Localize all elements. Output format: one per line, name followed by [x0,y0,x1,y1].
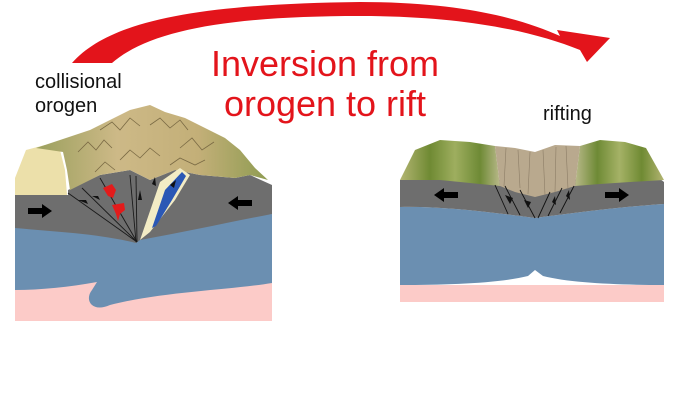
upper-crust-layer [15,170,272,243]
rift-block [400,140,664,302]
collisional-orogen-block [15,105,272,321]
diagram-title: Inversion from orogen to rift [170,44,480,124]
lithospheric-mantle-layer [15,214,272,308]
upper-crust-layer-rift [400,179,664,218]
rift-shoulder-left [400,140,500,186]
compression-arrow-left-icon [228,196,252,210]
rifting-label: rifting [543,102,592,126]
fault-motion-arrows [78,177,176,204]
rift-graben-fill [495,145,580,197]
rift-shoulder-right [575,140,664,186]
compression-arrow-right-icon [28,204,52,218]
asthenosphere-layer-rift [400,285,664,302]
inversion-arrow-icon [72,2,610,63]
ophiolite-sliver [152,172,186,228]
lithospheric-mantle-layer-rift [400,204,664,285]
title-line-1: Inversion from [210,43,440,84]
collisional-orogen-label: collisional orogen [35,70,122,118]
title-line-2: orogen to rift [223,83,427,124]
orogen-surface [36,105,268,190]
label-line-2: orogen [35,95,98,117]
extension-arrow-left-icon [434,188,458,202]
rifting-label-text: rifting [543,103,592,125]
ridge-lines [77,117,215,173]
fault-motion-arrows-rift [505,190,570,208]
magma-body-2 [112,203,125,221]
label-line-1: collisional [35,71,122,93]
magma-body-1 [103,184,116,198]
foreland-block [15,145,67,195]
graben-lines [503,145,569,196]
extension-arrow-right-icon [605,188,629,202]
